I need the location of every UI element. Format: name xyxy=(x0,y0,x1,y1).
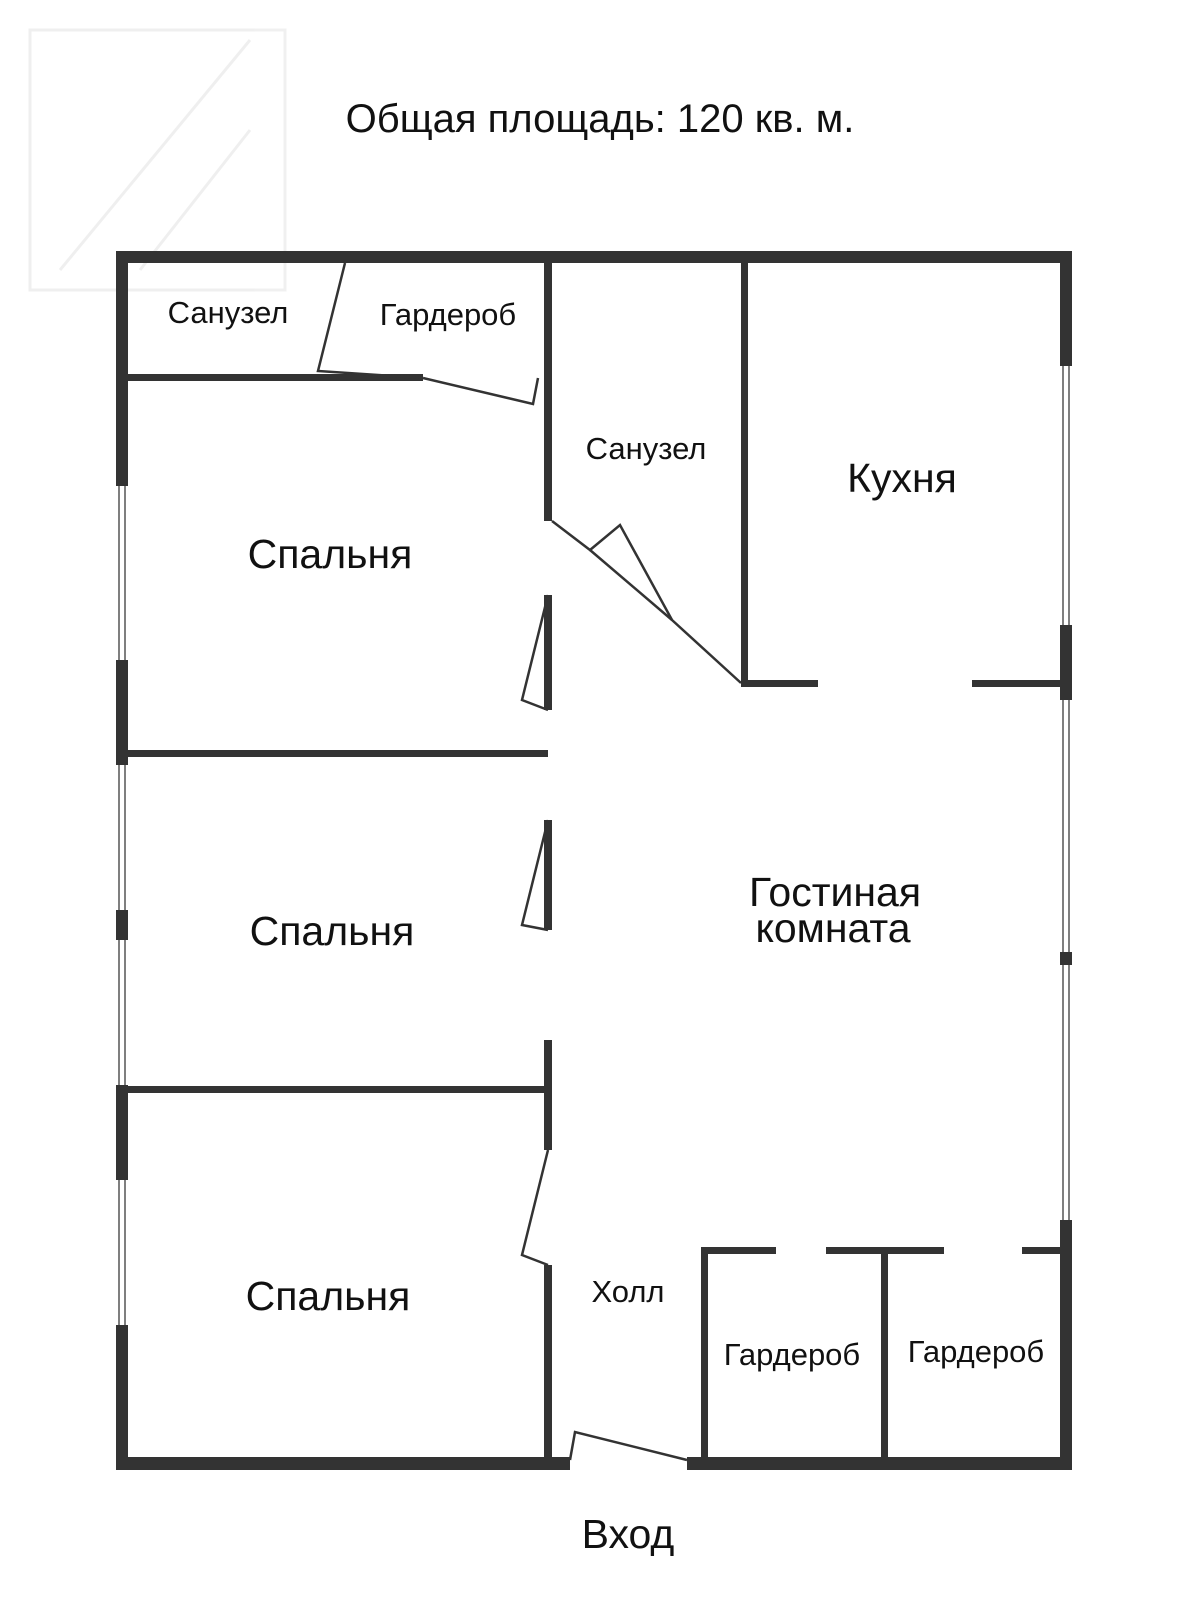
door-wardrobe-top-2 xyxy=(422,376,540,406)
total-area-title: Общая площадь: 120 кв. м. xyxy=(346,97,855,141)
windows xyxy=(118,366,1070,1325)
room-label-wardrobe-1: Гардероб xyxy=(380,297,516,332)
room-label-bedroom-1: Спальня xyxy=(248,531,413,577)
door-entrance xyxy=(568,1430,688,1462)
room-label-hall: Холл xyxy=(591,1274,664,1309)
doors xyxy=(316,262,742,1462)
room-label-kitchen: Кухня xyxy=(847,455,957,501)
door-bedroom-2 xyxy=(520,819,550,932)
room-label-bedroom-2: Спальня xyxy=(250,908,415,954)
entrance-label: Вход xyxy=(582,1511,675,1557)
window-left-3 xyxy=(118,940,126,1085)
room-label-bedroom-3: Спальня xyxy=(246,1273,411,1319)
room-label-wardrobe-2: Гардероб xyxy=(724,1337,860,1372)
interior-walls xyxy=(128,263,1060,1457)
window-left-1 xyxy=(118,486,126,660)
door-bedroom-1 xyxy=(520,594,550,712)
door-wardrobe-top xyxy=(316,262,424,380)
door-bedroom-3 xyxy=(520,1149,550,1267)
room-label-wardrobe-3: Гардероб xyxy=(908,1334,1044,1369)
outer-walls xyxy=(116,251,1072,1470)
window-right-3 xyxy=(1062,965,1070,1220)
room-label-bathroom-2: Санузел xyxy=(586,431,707,466)
door-bathroom-2 xyxy=(551,520,742,684)
room-label-bathroom-1: Санузел xyxy=(168,295,289,330)
watermark-logo xyxy=(28,28,287,292)
room-label-living-1: Гостиная xyxy=(749,869,921,915)
window-right-2 xyxy=(1062,700,1070,952)
window-left-2 xyxy=(118,765,126,910)
room-label-living-2: комната xyxy=(755,905,910,951)
window-right-1 xyxy=(1062,366,1070,625)
room-labels: Санузел Гардероб Санузел Кухня Спальня С… xyxy=(168,295,1045,1372)
window-left-4 xyxy=(118,1180,126,1325)
